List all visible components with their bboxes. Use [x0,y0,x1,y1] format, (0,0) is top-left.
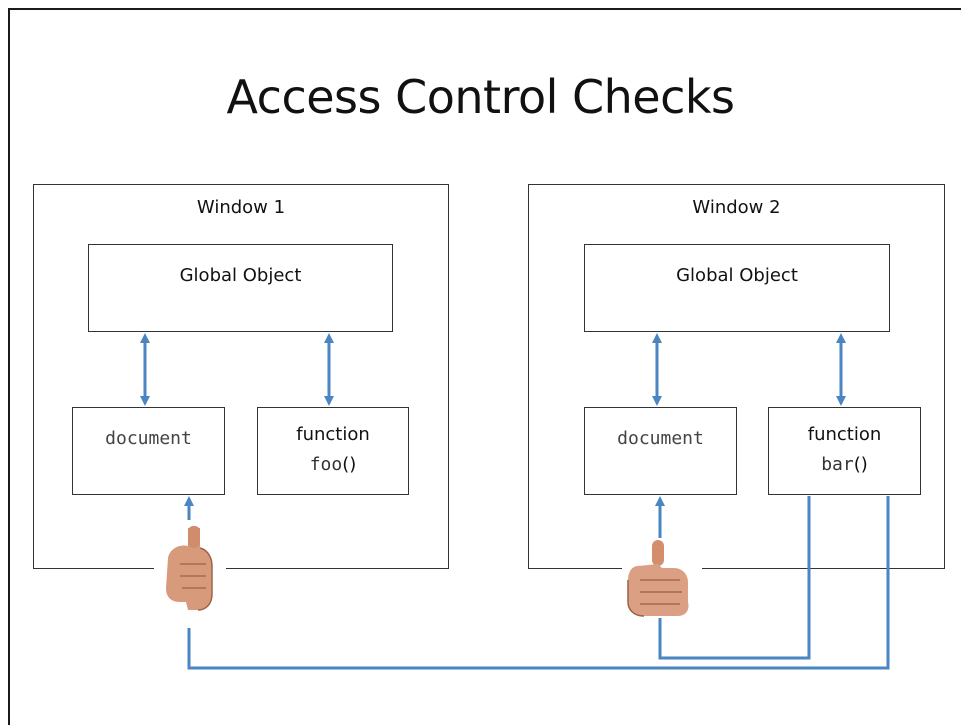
window-1-document-label: document [105,428,192,449]
thumbs-up-icon [622,538,702,618]
thumbs-down-icon [154,520,226,628]
window-2-global-object: Global Object [584,244,890,332]
window-1-function-parens: () [342,454,357,475]
bar-to-window1-document-path [184,496,890,670]
window-2-document: document [584,407,737,495]
window-2-document-label: document [617,428,704,449]
window-1-global-object: Global Object [88,244,393,332]
window-2-function-name: bar [821,454,854,475]
window-1-function-signature: foo() [258,454,408,475]
window-2-global-object-label: Global Object [676,265,798,286]
window-1-global-object-label: Global Object [179,265,302,286]
window-2-function-keyword: function [807,424,882,445]
window-1-document: document [72,407,225,495]
window-1-label: Window 1 [196,197,286,218]
window-2-function-signature: bar() [769,454,920,475]
window-2-function: function bar() [768,407,921,495]
window-2-function-parens: () [853,454,868,475]
slide-title: Access Control Checks [226,70,735,124]
window-1-function-name: foo [309,454,343,475]
window-1-function: function foo() [257,407,409,495]
window-2-label: Window 2 [692,197,781,218]
window-1-function-keyword: function [296,424,370,445]
